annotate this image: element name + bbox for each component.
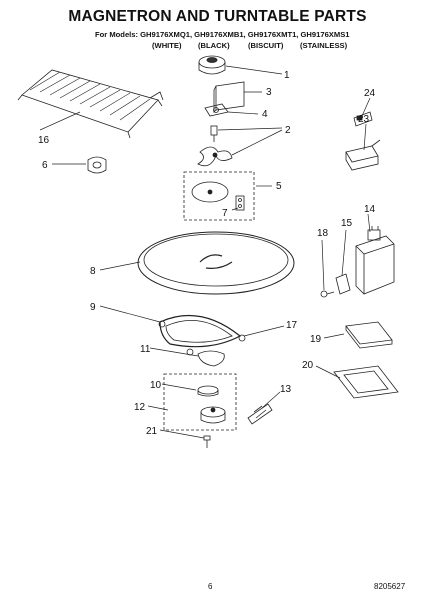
callout-17: 17 — [286, 320, 298, 331]
filter-frame — [333, 365, 399, 399]
stirrer-fan — [197, 146, 233, 167]
callout-21: 21 — [146, 426, 158, 437]
turntable-motor — [198, 55, 226, 75]
roller-clip — [87, 156, 107, 174]
color-white: (WHITE) — [152, 41, 182, 50]
stirrer-shaft — [210, 125, 218, 142]
color-biscuit: (BISCUIT) — [248, 41, 284, 50]
callout-1: 1 — [284, 70, 290, 81]
hub-plate-group — [183, 171, 255, 221]
callout-14: 14 — [364, 204, 376, 215]
magnetron-clip — [335, 273, 351, 295]
switch-part — [353, 111, 373, 127]
callout-2: 2 — [285, 125, 291, 136]
mounting-screw — [320, 290, 335, 298]
callout-5: 5 — [276, 181, 282, 192]
color-black: (BLACK) — [198, 41, 230, 50]
callout-12: 12 — [134, 402, 146, 413]
page-number: 6 — [208, 582, 213, 591]
screw-part — [203, 435, 211, 448]
callout-19: 19 — [310, 334, 322, 345]
callout-15: 15 — [341, 218, 353, 229]
callout-18: 18 — [317, 228, 329, 239]
callout-10: 10 — [150, 380, 162, 391]
callout-3: 3 — [266, 87, 272, 98]
turntable-hub — [197, 350, 225, 367]
callout-7: 7 — [222, 208, 228, 219]
models-line: For Models: GH9176XMQ1, GH9176XMB1, GH91… — [95, 30, 350, 39]
support-ring — [158, 315, 246, 356]
page-title: MAGNETRON AND TURNTABLE PARTS — [68, 8, 367, 25]
motor-group — [163, 373, 237, 431]
callout-8: 8 — [90, 266, 96, 277]
document-number: 8205627 — [374, 582, 406, 591]
callout-24: 24 — [364, 88, 376, 99]
callout-20: 20 — [302, 360, 314, 371]
callout-13: 13 — [280, 384, 292, 395]
fuse-holder — [345, 139, 381, 171]
color-stainless: (STAINLESS) — [300, 41, 348, 50]
leader-lines — [39, 65, 371, 439]
callout-23: 23 — [358, 114, 370, 125]
turntable-glass — [137, 231, 295, 295]
filter-part — [345, 321, 393, 349]
bracket-part — [213, 81, 245, 113]
rack-part — [17, 69, 164, 139]
thermal-cutout — [247, 403, 273, 425]
magnetron — [355, 226, 395, 295]
callout-11: 11 — [140, 344, 151, 355]
color-variants: (WHITE) (BLACK) (BISCUIT) (STAINLESS) — [152, 41, 347, 50]
callout-4: 4 — [262, 109, 268, 120]
callout-6: 6 — [42, 160, 48, 171]
callout-9: 9 — [90, 302, 96, 313]
callout-16: 16 — [38, 135, 50, 146]
